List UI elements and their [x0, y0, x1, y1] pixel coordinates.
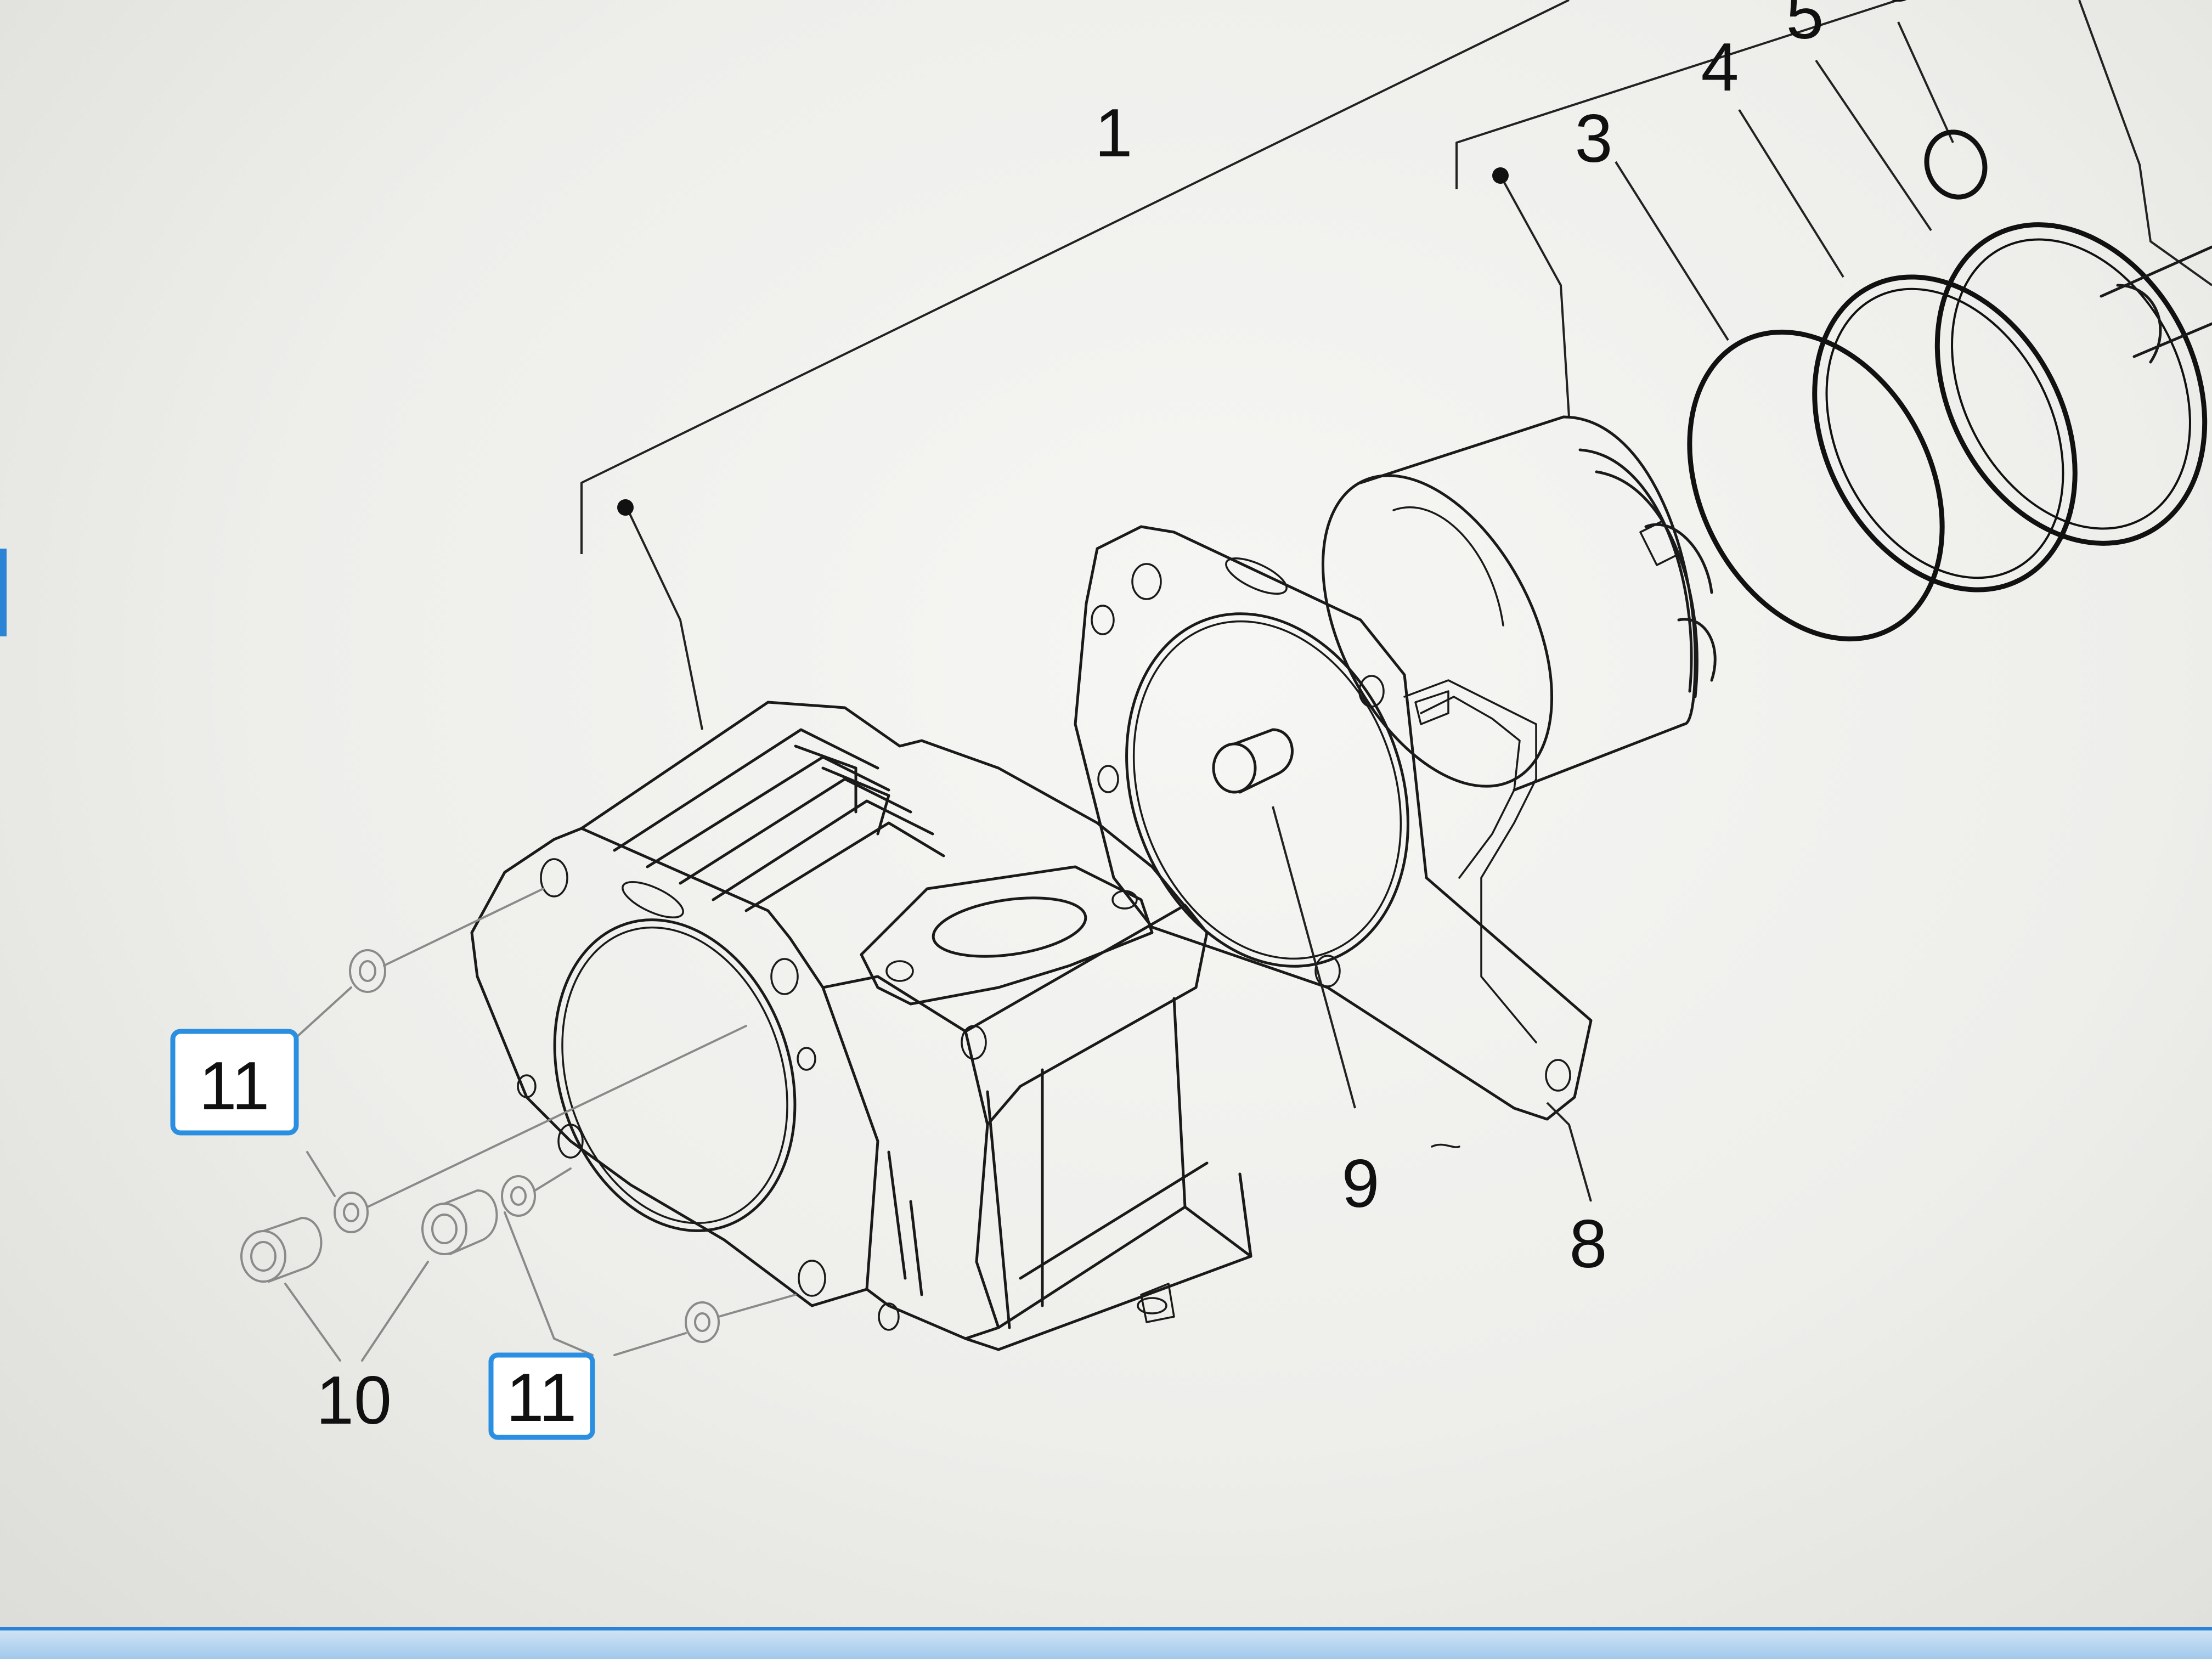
- window-edge: [0, 549, 7, 636]
- piston-ring-3: [1687, 329, 1945, 642]
- callout-8: 8: [1570, 1206, 1607, 1282]
- dowel-10-right: [361, 1189, 498, 1362]
- leader-8: [1431, 1102, 1592, 1202]
- piston-ring-5: [1934, 222, 2208, 546]
- circlip-6: [1924, 129, 1988, 200]
- piston-pin: [2100, 245, 2212, 364]
- piston: [1321, 415, 1717, 792]
- washer-11-bottom: [501, 1167, 797, 1356]
- callout-9: 9: [1342, 1146, 1380, 1222]
- callout-11-lower-label: 11: [506, 1360, 577, 1436]
- callout-11-upper[interactable]: 11: [170, 1029, 299, 1136]
- washer-11-upper: [290, 888, 544, 1043]
- cylinder-block: [470, 701, 1252, 1351]
- callout-3: 3: [1575, 101, 1613, 177]
- dowel-9: [1212, 728, 1356, 1109]
- callout-1: 1: [1095, 95, 1133, 171]
- dowel-10-left: [240, 1217, 341, 1362]
- callout-4: 4: [1701, 30, 1739, 105]
- screen-bottom-bar: [0, 1627, 2212, 1659]
- head-gasket-8: [1074, 525, 1593, 1121]
- leader-group-1: [580, 0, 1570, 730]
- callout-6: 6: [1880, 0, 1917, 16]
- callout-11-lower[interactable]: 11: [488, 1352, 595, 1440]
- callout-10: 10: [316, 1363, 392, 1438]
- callout-5: 5: [1786, 0, 1824, 53]
- piston-ring-4: [1812, 274, 2078, 592]
- callout-11-upper-label: 11: [199, 1048, 270, 1124]
- leader-group-3: [1455, 0, 2212, 417]
- washer-11-lower: [306, 1025, 747, 1233]
